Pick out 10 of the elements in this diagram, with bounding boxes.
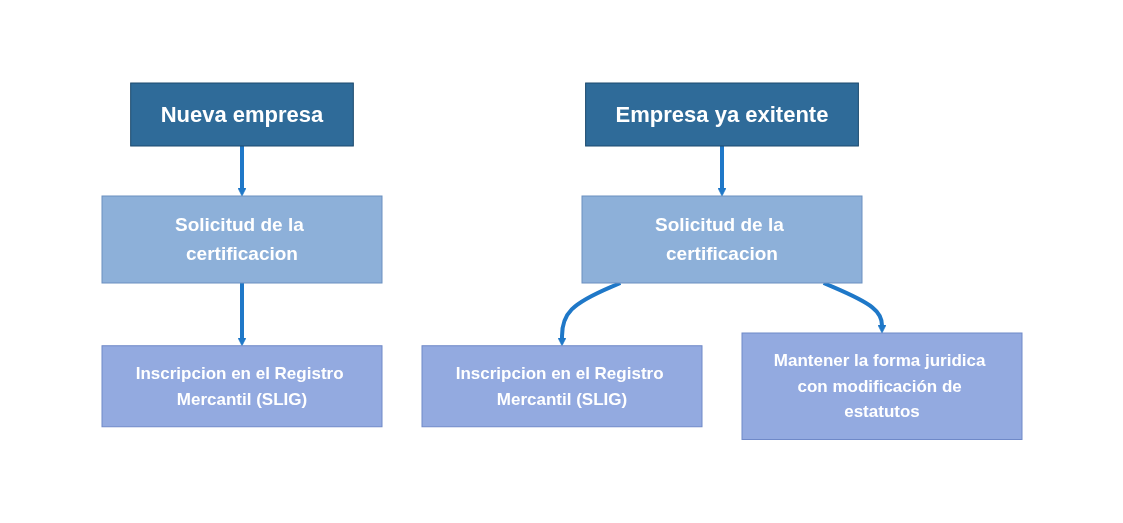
node-box: Inscripcion en el Registro Mercantil (SLIG) [421,345,702,428]
node-box: Solicitud de la certificacion [101,195,382,284]
node-box: Nueva empresa [129,82,354,147]
node-box: Empresa ya exitente [584,82,859,147]
node-box: Solicitud de la certificacion [581,195,862,284]
arrow [237,146,246,197]
node-box: Mantener la forma juridica con modificación de estatutos [741,332,1022,441]
node-box: Inscripcion en el Registro Mercantil (SLIG) [101,345,382,428]
arrow [717,146,726,197]
arrow [237,283,246,347]
